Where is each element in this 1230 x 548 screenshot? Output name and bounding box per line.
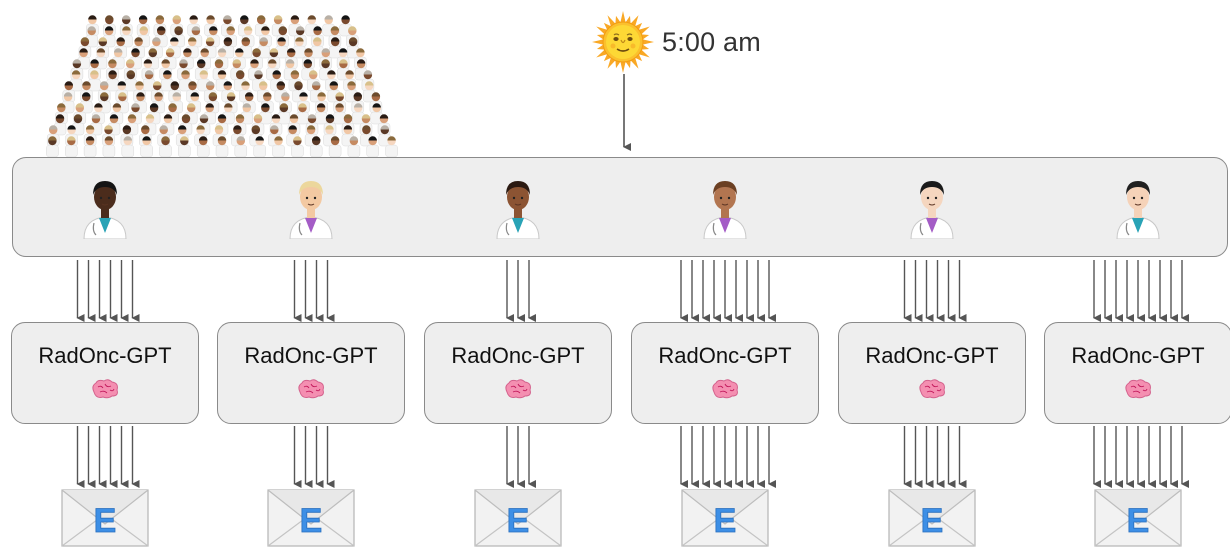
radonc-gpt-box: RadOnc-GPT	[838, 322, 1026, 424]
email-letter: E	[921, 502, 944, 540]
physician-team-box	[12, 157, 1228, 257]
physician-icon	[289, 181, 333, 239]
brain-icon	[1125, 379, 1151, 399]
radonc-gpt-box: RadOnc-GPT	[631, 322, 819, 424]
brain-icon	[919, 379, 945, 399]
email-letter: E	[94, 502, 117, 540]
radonc-gpt-box: RadOnc-GPT	[11, 322, 199, 424]
radonc-gpt-label: RadOnc-GPT	[1071, 343, 1205, 368]
radonc-gpt-label: RadOnc-GPT	[865, 343, 999, 368]
physician-icon	[703, 181, 747, 239]
radonc-gpt-label: RadOnc-GPT	[244, 343, 378, 368]
crowd-of-doctors-image	[46, 15, 398, 158]
brain-icon	[712, 379, 738, 399]
radonc-gpt-label: RadOnc-GPT	[658, 343, 792, 368]
email-letter: E	[714, 502, 737, 540]
brain-icon	[505, 379, 531, 399]
physician-icon	[910, 181, 954, 239]
time-label: 5:00 am	[662, 26, 761, 57]
email-letter: E	[1127, 502, 1150, 540]
physician-icon	[83, 181, 127, 239]
email-letter: E	[507, 502, 530, 540]
email-envelope-icon: E	[888, 489, 976, 547]
sun-face-icon	[592, 11, 654, 73]
email-envelope-icon: E	[681, 489, 769, 547]
radonc-gpt-box: RadOnc-GPT	[1044, 322, 1230, 424]
brain-icon	[298, 379, 324, 399]
radonc-gpt-box: RadOnc-GPT	[217, 322, 405, 424]
radonc-gpt-box: RadOnc-GPT	[424, 322, 612, 424]
physician-icon	[1116, 181, 1160, 239]
email-letter: E	[300, 502, 323, 540]
radonc-gpt-label: RadOnc-GPT	[451, 343, 585, 368]
brain-icon	[92, 379, 118, 399]
email-envelope-icon: E	[267, 489, 355, 547]
email-envelope-icon: E	[474, 489, 562, 547]
physician-icon	[496, 181, 540, 239]
email-envelope-icon: E	[61, 489, 149, 547]
schedule-time: 5:00 am	[590, 8, 761, 76]
email-envelope-icon: E	[1094, 489, 1182, 547]
radonc-gpt-label: RadOnc-GPT	[38, 343, 172, 368]
